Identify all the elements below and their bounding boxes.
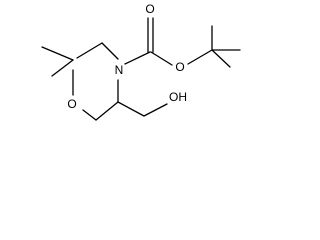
structure-diagram: N O O O OH — [41, 2, 241, 121]
bond-c2-c3 — [76, 42, 103, 59]
hydroxyl-label: OH — [169, 90, 187, 104]
bond-carbonyl-ester-o — [150, 51, 173, 66]
carbonyl-oxygen-label: O — [145, 2, 154, 16]
bond-tbutyl-methyl-down — [211, 49, 231, 68]
bond-c6-o1 — [82, 109, 97, 121]
bond-c5-ch2 — [117, 101, 145, 117]
bond-ester-o-tbutyl — [187, 49, 213, 65]
ring-oxygen-label: O — [67, 97, 76, 111]
bond-c3-n4 — [101, 42, 119, 60]
bond-c2-methyl-lower — [51, 59, 74, 77]
ring-nitrogen-label: N — [115, 63, 124, 77]
bond-c5-c6 — [95, 101, 119, 121]
ester-oxygen-label: O — [175, 60, 184, 74]
bond-n4-carbonyl — [124, 51, 151, 65]
bond-ch2-oh — [143, 103, 168, 117]
bond-c2-methyl-upper — [41, 46, 74, 61]
